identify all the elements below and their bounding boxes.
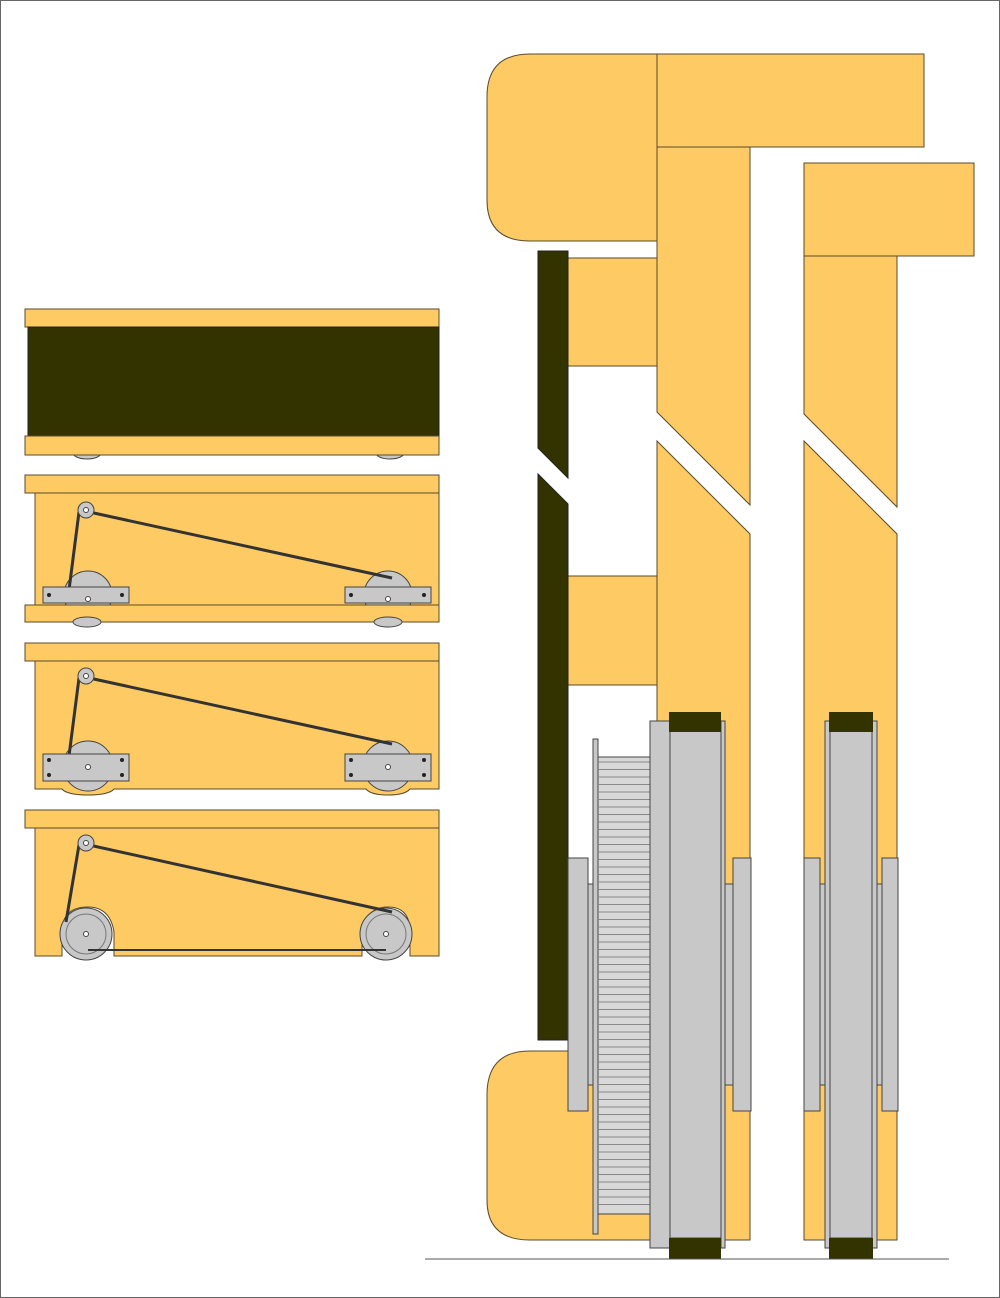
bracket-plate <box>42 586 130 604</box>
axle <box>83 931 89 937</box>
bolt <box>120 593 124 597</box>
pulley-flange <box>720 720 726 1249</box>
side-view-plates-bottom <box>24 642 440 796</box>
bolt <box>422 593 426 597</box>
spacer-block <box>567 257 658 367</box>
side-view-open <box>24 809 440 961</box>
right-column-upper <box>803 255 898 509</box>
bolt <box>120 758 124 762</box>
belt <box>79 841 393 914</box>
side-plate <box>881 857 899 1112</box>
pulley-teeth <box>598 761 650 1205</box>
axle <box>383 931 389 937</box>
belt-strip-lower <box>537 472 569 1041</box>
top-rail <box>24 642 440 662</box>
wheel-left <box>72 616 102 628</box>
top-cross-bar <box>656 53 925 148</box>
top-rail <box>24 809 440 829</box>
pulley-flange <box>871 720 878 1249</box>
axle <box>385 596 391 602</box>
bracket-plate <box>344 586 432 604</box>
belt-cover <box>27 326 440 437</box>
bolt <box>349 593 353 597</box>
side-plate <box>876 883 883 1086</box>
side-plate <box>724 883 734 1086</box>
pulley-flange <box>592 738 599 1235</box>
cross-section <box>425 53 975 1260</box>
top-rail <box>24 474 440 494</box>
axle <box>85 764 91 770</box>
belt <box>64 844 81 923</box>
top-rounded-block <box>486 53 658 242</box>
toothed-pulley <box>597 756 651 1215</box>
side-plate <box>803 857 821 1112</box>
bolt <box>349 758 353 762</box>
bolt <box>47 773 51 777</box>
axle <box>385 764 391 770</box>
pulley-flange <box>649 720 671 1249</box>
large-pulley <box>669 730 722 1239</box>
pulley-rim <box>365 913 407 955</box>
bolt <box>47 593 51 597</box>
belt-section <box>829 712 873 732</box>
side-plate <box>819 883 826 1086</box>
axle <box>83 840 89 846</box>
belt-section <box>669 712 721 732</box>
large-pulley <box>829 730 873 1239</box>
side-view-plates-top <box>24 474 440 628</box>
side-view-covered <box>24 308 440 460</box>
bolt <box>120 773 124 777</box>
right-cross-bar <box>803 162 975 257</box>
bolt <box>349 773 353 777</box>
axle <box>83 507 89 513</box>
axle <box>85 596 91 602</box>
belt <box>79 508 393 580</box>
wheel-right <box>373 616 403 628</box>
belt <box>79 674 393 746</box>
top-rail <box>24 308 440 328</box>
spacer-block <box>567 575 658 686</box>
wood-frame <box>34 827 440 957</box>
side-plate <box>732 857 752 1112</box>
side-plate <box>567 857 589 1112</box>
belt-strip-upper <box>537 250 569 480</box>
pulley-rim <box>65 913 107 955</box>
pulley-flange <box>824 720 831 1249</box>
bottom-rail <box>24 604 440 623</box>
axle <box>83 673 89 679</box>
bolt <box>422 758 426 762</box>
bottom-rail <box>24 435 440 456</box>
bolt <box>47 758 51 762</box>
belt-section <box>829 1238 873 1259</box>
belt-section <box>669 1238 721 1259</box>
wood-frame <box>34 660 440 796</box>
belt <box>67 677 81 757</box>
belt <box>67 511 81 591</box>
bolt <box>422 773 426 777</box>
